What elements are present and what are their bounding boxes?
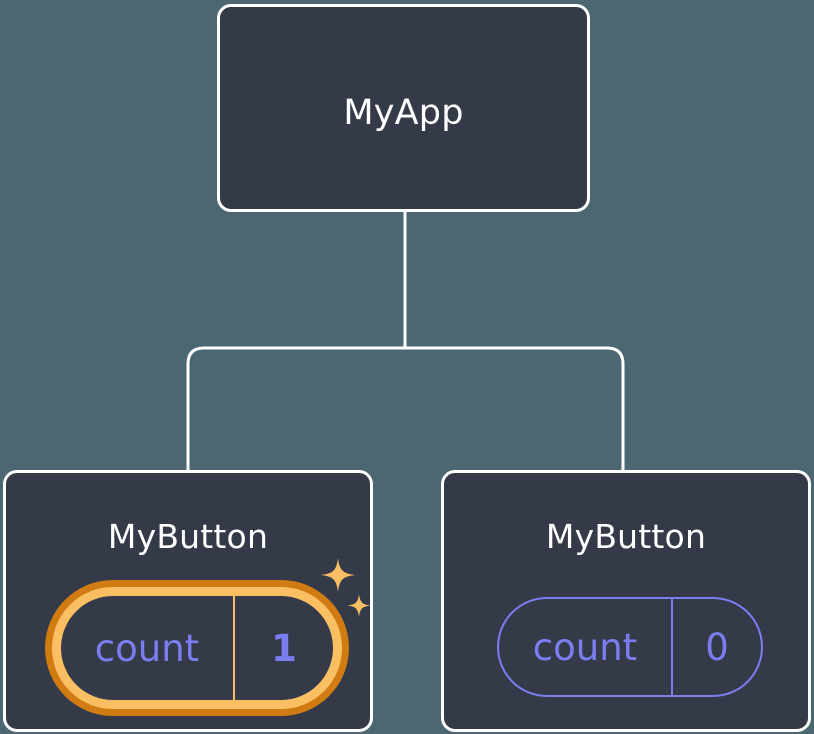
- state-badge[interactable]: count 0: [497, 597, 763, 697]
- state-value-label: 0: [705, 625, 729, 669]
- state-key-label: count: [532, 625, 638, 669]
- state-key-label: count: [94, 626, 200, 670]
- component-node-root[interactable]: MyApp: [217, 4, 590, 212]
- state-value-label: 1: [271, 626, 297, 670]
- state-badge-divider: [671, 599, 673, 695]
- connector-child-bar: [186, 346, 625, 470]
- component-node-title: MyButton: [545, 517, 707, 556]
- component-node-title: MyButton: [107, 517, 269, 556]
- component-node-child-right[interactable]: MyButton count 0: [441, 470, 811, 732]
- component-node-child-left[interactable]: MyButton count 1: [3, 470, 373, 732]
- component-node-title: MyApp: [343, 93, 464, 133]
- state-badge-highlighted[interactable]: count 1: [52, 587, 342, 709]
- state-badge-divider: [233, 596, 235, 700]
